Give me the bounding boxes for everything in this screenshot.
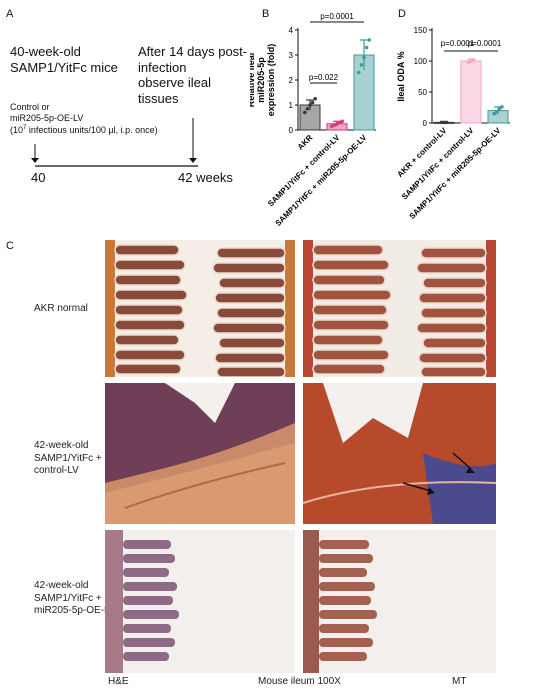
treatment-dose: (107 infectious units/100 µl, i.p. once)	[10, 124, 158, 135]
data-point	[500, 105, 504, 109]
timeline-graphic	[31, 118, 198, 167]
data-point	[340, 119, 344, 124]
x-tick-label: AKR	[296, 133, 315, 152]
micrograph-control-mt	[303, 383, 496, 524]
significance-label: p=0.0001	[468, 39, 502, 48]
panel-label-a: A	[6, 8, 14, 20]
micrograph-akr-he	[105, 240, 295, 377]
micrograph-oe-he	[105, 530, 295, 673]
data-point	[305, 106, 310, 111]
timeline-start-tick: 40	[31, 170, 46, 185]
data-point	[308, 103, 312, 107]
data-point	[357, 70, 361, 75]
y-axis-label: Relative ilealmiR205-5pexpression (fold)	[250, 44, 276, 117]
chart-b-expression: Relative ilealmiR205-5pexpression (fold)…	[250, 12, 376, 228]
data-point	[303, 110, 307, 115]
data-point	[444, 120, 449, 125]
data-point	[367, 38, 371, 42]
micrograph-akr-mt	[303, 240, 496, 377]
y-tick-label: 3	[289, 51, 294, 60]
panel-label-b: B	[262, 8, 270, 20]
significance-label: p=0.0001	[320, 12, 354, 21]
bar	[460, 60, 482, 124]
panel-label-d: D	[398, 8, 406, 20]
end-arrow-head	[189, 158, 197, 163]
y-tick-label: 1	[289, 101, 294, 110]
data-point	[497, 107, 502, 112]
y-axis-label: Ileal ODA %	[396, 51, 406, 101]
y-tick-label: 2	[289, 76, 294, 85]
y-axis-label-line: Relative ileal	[250, 53, 256, 108]
y-axis-label-line: miR205-5p	[256, 57, 266, 103]
y-axis-label-line: expression (fold)	[266, 44, 276, 117]
x-tick-label: AKR + control-LV	[395, 126, 448, 179]
data-point	[310, 100, 315, 105]
footer-magnification-label: Mouse ileum 100X	[258, 676, 341, 687]
treatment-line-2: miR205-5p-OE-LV	[10, 113, 84, 124]
start-arrow-head	[31, 158, 39, 163]
treatment-line-1: Control or	[10, 102, 50, 112]
y-tick-label: 0	[289, 126, 294, 135]
footer-he-label: H&E	[108, 676, 129, 687]
micrograph-oe-mt	[303, 530, 496, 673]
data-point	[313, 96, 317, 101]
significance-label: p=0.0001	[441, 39, 475, 48]
data-point	[359, 63, 364, 67]
y-axis-label-line: Ileal ODA %	[396, 51, 406, 101]
data-point	[362, 55, 366, 60]
data-point	[494, 110, 499, 114]
timeline-treatment: Control or miR205-5p-OE-LV (107 infectio…	[10, 102, 158, 136]
timeline-end-tick: 42 weeks	[178, 170, 233, 185]
y-tick-label: 4	[289, 26, 294, 35]
micrograph-control-he	[105, 383, 295, 524]
data-point	[471, 57, 476, 62]
data-point	[439, 120, 444, 125]
y-tick-label: 0	[423, 119, 428, 128]
panel-label-c: C	[6, 240, 14, 252]
y-tick-label: 150	[414, 26, 428, 35]
timeline-mice-label: 40-week-old SAMP1/YitFc mice	[10, 44, 118, 75]
significance-label: p=0.022	[309, 73, 339, 82]
row-label-oe: 42-week-old SAMP1/YitFc + miR205-5p-OE-L…	[34, 580, 116, 616]
footer-mt-label: MT	[452, 676, 467, 687]
y-tick-label: 50	[418, 88, 427, 97]
y-tick-label: 100	[414, 57, 428, 66]
timeline-after-label: After 14 days post- infection observe il…	[138, 44, 248, 106]
row-label-control: 42-week-old SAMP1/YitFc + control-LV	[34, 440, 102, 476]
data-point	[492, 111, 496, 116]
data-point	[442, 120, 446, 125]
row-label-akr: AKR normal	[34, 303, 88, 314]
data-point	[364, 45, 369, 50]
